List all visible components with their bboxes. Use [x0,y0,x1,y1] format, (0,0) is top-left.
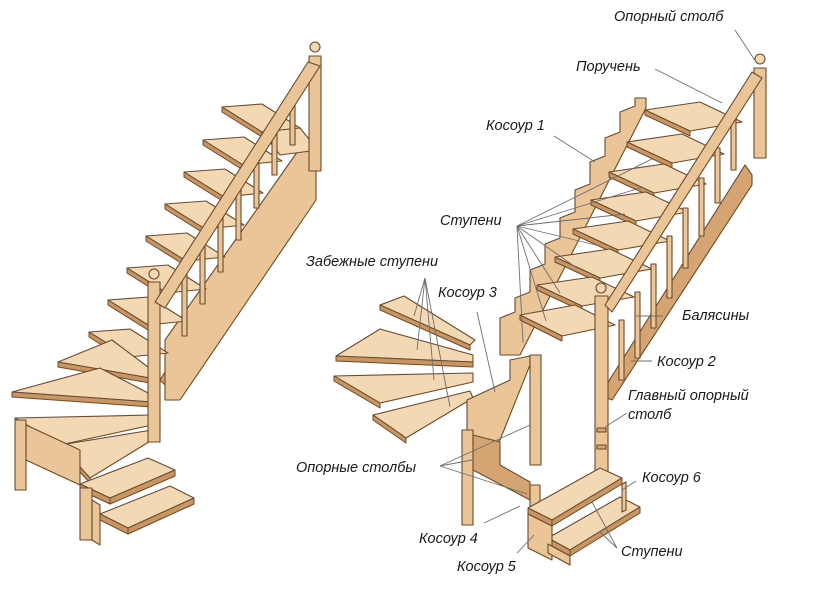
label-stringer-6: Косоур 6 [642,470,702,486]
label-support-posts: Опорные столбы [296,460,416,476]
left-top-post [308,55,322,172]
label-stringer-2: Косоур 2 [657,354,716,370]
label-main-support-post-1: Главный опорный [628,388,749,404]
label-winder-steps: Забежные ступени [306,254,438,270]
right-balusters [618,117,737,381]
stringer-6-board [621,481,627,513]
left-handrail [154,61,321,309]
label-stringer-5: Косоур 5 [457,559,517,575]
label-steps-upper: Ступени [440,213,502,229]
right-top-post-finial [754,53,766,65]
main-support-post-finial [595,282,607,294]
support-post-a [529,354,542,466]
stringer-5-lower [547,543,571,566]
label-main-support-post-2: столб [628,407,672,423]
label-handrail: Поручень [576,59,641,75]
left-leg [14,419,27,491]
post-notch [596,444,607,450]
assembled-staircase [11,41,322,546]
left-top-post-finial [309,41,321,53]
label-stringer-1: Косоур 1 [486,118,545,134]
bottom-stringer [91,499,101,546]
base-panel [25,424,81,486]
label-steps-lower: Ступени [621,544,683,560]
left-main-post-finial [148,268,160,280]
label-stringer-4: Косоур 4 [419,531,478,547]
label-balusters: Балясины [682,308,750,324]
winder-steps-exploded [333,295,476,444]
stringer-5-board [527,513,553,561]
exploded-staircase [333,53,767,566]
label-support-post: Опорный столб [614,9,724,25]
right-top-post [753,67,767,159]
leader-lines [413,29,757,554]
left-balusters [181,89,296,337]
support-post-b [461,429,474,526]
right-handrail [604,71,763,313]
stringer-4-board [472,434,531,501]
front-leg [79,487,93,541]
label-stringer-3: Косоур 3 [438,285,497,301]
labels: Опорный столб Поручень Косоур 1 Ступени … [296,9,750,575]
upper-flight-steps [88,103,301,363]
post-notch [596,427,607,433]
left-main-post [147,281,161,443]
